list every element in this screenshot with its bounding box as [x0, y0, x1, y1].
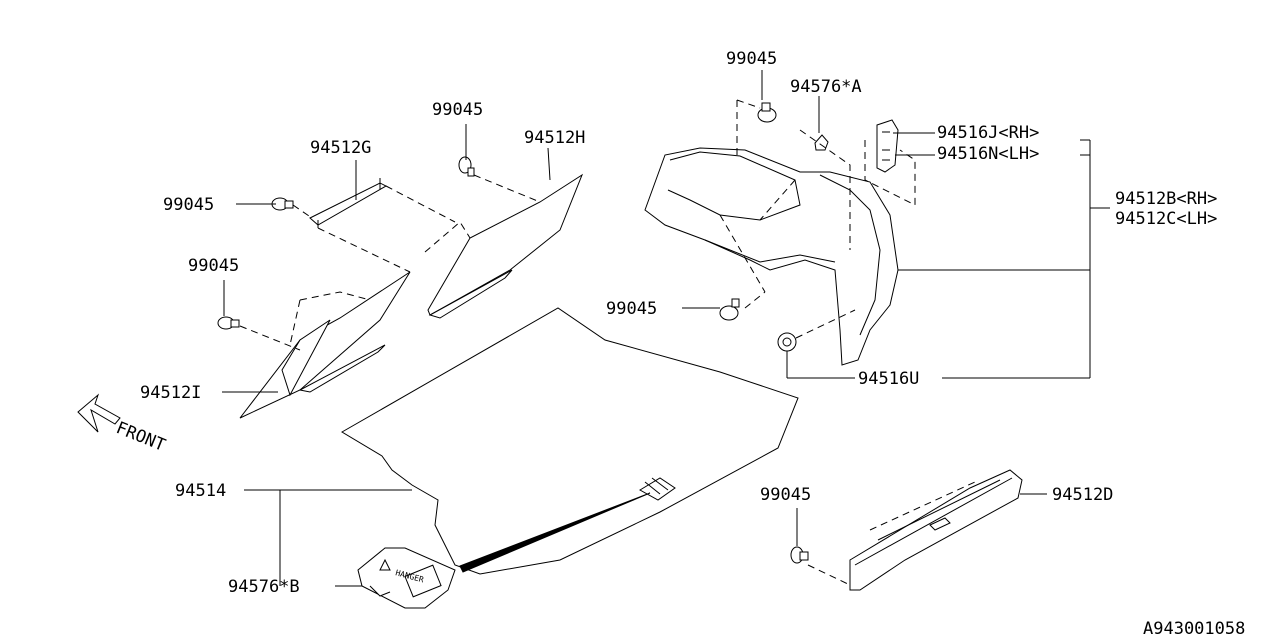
- label-99045-c: 99045: [188, 256, 239, 276]
- label-99045-b: 99045: [432, 100, 483, 120]
- leader-lines: [222, 70, 1110, 587]
- label-94576a: 94576*A: [790, 77, 862, 97]
- bracket-94512g: [309, 178, 388, 228]
- label-94512i: 94512I: [140, 383, 201, 403]
- label-94512h: 94512H: [524, 128, 585, 148]
- label-94512d: 94512D: [1052, 485, 1113, 505]
- label-99045-f: 99045: [606, 299, 657, 319]
- part-labels: 99045 94512G 99045 94512H 99045 94512I 9…: [140, 49, 1245, 639]
- rear-trim-94512d: [790, 469, 1023, 591]
- bracket-94516j-n: [876, 119, 899, 173]
- hanger-94576b: HANGER: [357, 547, 456, 609]
- side-trim-94512b-c: [644, 147, 899, 366]
- label-94576b: 94576*B: [228, 577, 300, 597]
- diagram-code: A943001058: [1143, 619, 1245, 639]
- dashed-guides-left: [239, 174, 541, 351]
- label-94514: 94514: [175, 481, 226, 501]
- label-94516n: 94516N<LH>: [937, 144, 1039, 164]
- label-94516j: 94516J<RH>: [937, 123, 1039, 143]
- trim-panel-94512h: [424, 173, 584, 319]
- label-94512g: 94512G: [310, 138, 371, 158]
- label-99045-g: 99045: [760, 485, 811, 505]
- label-99045-e: 99045: [726, 49, 777, 69]
- front-label: FRONT: [113, 418, 168, 456]
- front-arrow: FRONT: [77, 393, 168, 456]
- label-94516u: 94516U: [858, 369, 919, 389]
- dashed-guides-right: [736, 99, 916, 339]
- label-94512c: 94512C<LH>: [1115, 209, 1217, 229]
- label-94512b: 94512B<RH>: [1115, 189, 1217, 209]
- clip-99045-left: [217, 156, 475, 330]
- label-99045-a: 99045: [163, 195, 214, 215]
- trim-panel-94512i: [239, 271, 411, 419]
- floor-mat-94514: [341, 307, 799, 575]
